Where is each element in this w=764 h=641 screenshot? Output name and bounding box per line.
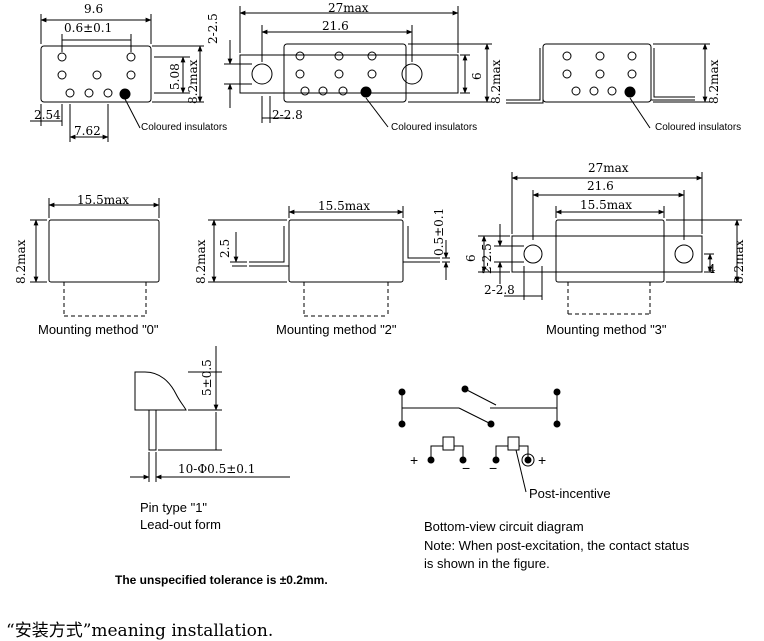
- method-2-flange-right: [403, 226, 440, 262]
- caption-method-3: Mounting method "3": [546, 322, 667, 337]
- method-3-hole-right: [675, 245, 693, 263]
- dim-m3-overall: 27max: [588, 161, 629, 175]
- method-2-view: [208, 206, 450, 316]
- pin-body-outline: [135, 372, 186, 410]
- coloured-insulator-marker: [120, 89, 130, 99]
- dim-m2-width: 15.5max: [318, 199, 371, 213]
- coloured-insulator-marker: [625, 87, 635, 97]
- circuit-minus-left: −: [462, 460, 471, 476]
- top-right-body: [543, 44, 651, 102]
- contact-arm-left: [459, 408, 491, 424]
- dim-top-right-total: 8.2max: [707, 59, 721, 104]
- dim-m2-thickness: 0.5±0.1: [432, 207, 446, 256]
- callout-insulator-left: Coloured insulators: [141, 122, 228, 133]
- circuit-plus-right: +: [538, 452, 547, 468]
- top-middle-pins: [296, 52, 376, 95]
- dim-pin-length: 5±0.5: [200, 359, 214, 396]
- method-3-flange: [512, 236, 702, 272]
- dim-m0-height: 8.2max: [14, 239, 28, 284]
- dim-top-left-total: 8.2max: [186, 59, 200, 104]
- dim-m2-height: 8.2max: [194, 239, 208, 284]
- dim-top-mid-flange: 6: [470, 72, 484, 80]
- dim-top-left-width: 9.6: [84, 2, 104, 16]
- top-middle-body: [284, 44, 406, 102]
- method-0-body: [49, 220, 159, 282]
- dim-m0-width: 15.5max: [77, 193, 130, 207]
- method-3-view: [478, 172, 742, 314]
- dim-m3-flange: 6: [464, 254, 478, 262]
- dim-top-left-edge: 2.54: [34, 108, 61, 122]
- dim-m3-slot: 2-2.8: [484, 283, 515, 297]
- top-middle-flange: [240, 55, 458, 93]
- dim-top-mid-overall: 27max: [328, 1, 369, 15]
- caption-method-2: Mounting method "2": [276, 322, 397, 337]
- contact-arm-right: [465, 389, 496, 405]
- top-left-pins: [58, 53, 135, 97]
- method-3-body: [556, 220, 664, 282]
- top-right-flange-left: [506, 48, 543, 103]
- dim-m3-edge: 4: [708, 262, 716, 276]
- caption-pin-type: Pin type "1": [140, 500, 208, 515]
- pin-type-view: [130, 346, 290, 482]
- dim-m3-hole-offset: 2-2.5: [480, 243, 494, 274]
- footer-text: “安装方式”meaning installation.: [6, 621, 274, 641]
- callout-post-incentive: Post-incentive: [529, 486, 611, 501]
- dim-m2-flange: 2.5: [218, 238, 232, 258]
- circuit-minus-right: −: [489, 460, 498, 476]
- dim-m3-holes: 21.6: [587, 179, 614, 193]
- dim-top-left-span: 7.62: [74, 124, 101, 138]
- method-2-flange-left: [249, 226, 289, 266]
- dim-top-mid-holes: 21.6: [322, 19, 349, 33]
- caption-circuit-title: Bottom-view circuit diagram: [424, 519, 584, 534]
- top-left-view: [30, 14, 204, 142]
- circuit-plus-left: +: [410, 452, 419, 468]
- dim-top-left-row: 5.08: [168, 63, 182, 90]
- dim-m3-height: 8.2max: [732, 239, 746, 284]
- caption-circuit-note-1: Note: When post-excitation, the contact …: [424, 538, 690, 553]
- caption-lead-out: Lead-out form: [140, 517, 221, 532]
- callout-insulator-right: Coloured insulators: [655, 122, 742, 133]
- top-left-body: [41, 46, 151, 102]
- top-middle-view: [224, 6, 492, 127]
- top-right-pins: [563, 52, 636, 95]
- tolerance-note: The unspecified tolerance is ±0.2mm.: [115, 573, 328, 587]
- mount-hole-right: [402, 64, 422, 84]
- dim-top-mid-total: 8.2max: [489, 59, 503, 104]
- method-0-view: [30, 198, 160, 316]
- coloured-insulator-marker: [361, 87, 371, 97]
- dim-top-left-height: 2-2.5: [206, 13, 220, 44]
- caption-circuit-note-2: is shown in the figure.: [424, 556, 550, 571]
- dim-top-left-pin: 0.6±0.1: [64, 21, 113, 35]
- pin-lead: [149, 410, 156, 450]
- post-incentive-marker: [522, 454, 534, 466]
- callout-insulator-middle: Coloured insulators: [391, 122, 478, 133]
- dim-top-mid-slot: 2-2.8: [272, 108, 303, 122]
- method-3-hole-left: [524, 245, 542, 263]
- top-right-view: [506, 43, 710, 128]
- caption-method-0: Mounting method "0": [38, 322, 159, 337]
- method-2-body: [289, 220, 403, 282]
- mount-hole-left: [252, 64, 272, 84]
- dim-m3-body: 15.5max: [580, 198, 633, 212]
- circuit-diagram: [399, 386, 560, 492]
- dim-pin-diameter: 10-Φ0.5±0.1: [178, 462, 256, 476]
- top-right-flange-right: [651, 48, 695, 100]
